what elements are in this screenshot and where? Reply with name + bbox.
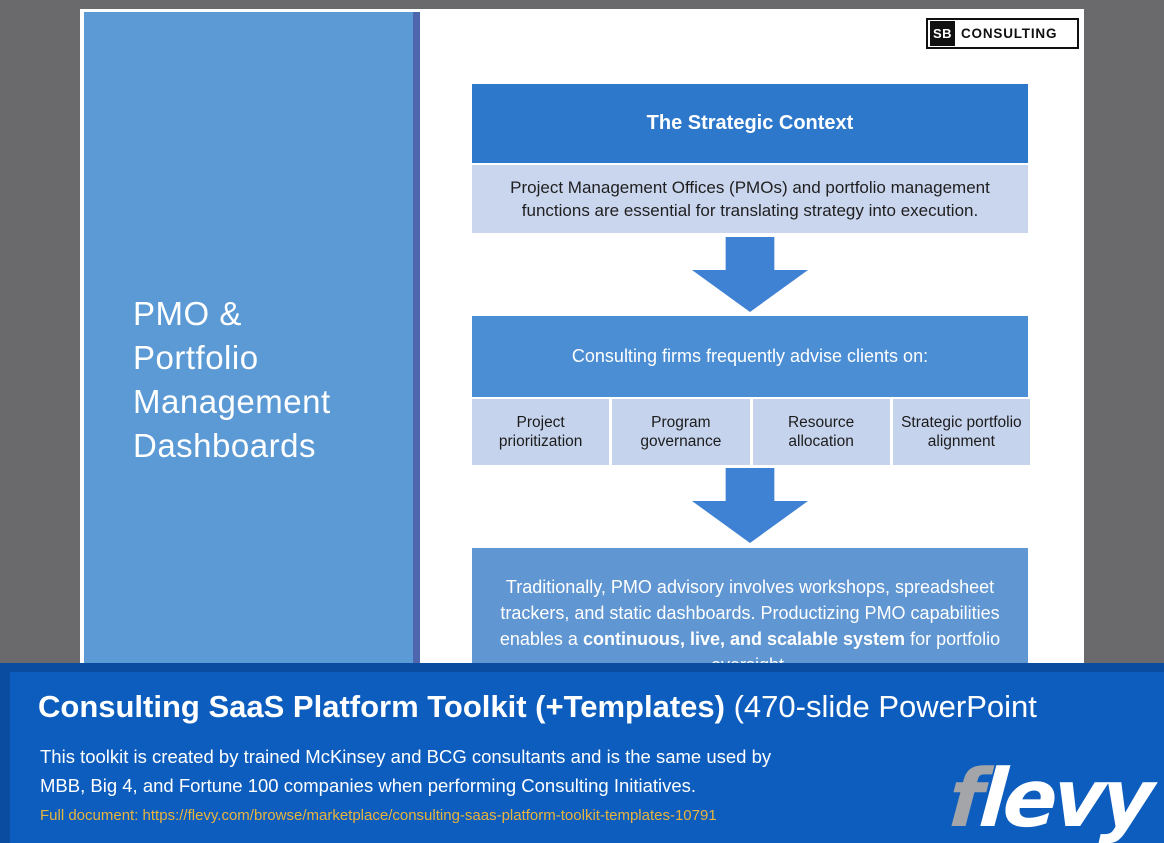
flevy-logo: flevy [946,752,1153,843]
advise-item: Project prioritization [472,399,610,465]
traditional-text-prefix: Traditionally, PMO advisory involves wor… [499,577,1000,649]
advise-items-row: Project prioritization Program governanc… [472,399,1030,465]
down-arrow-icon [692,237,808,312]
slide-title-line: Management [133,383,331,420]
traditional-text-bold: continuous, live, and scalable system [582,629,906,649]
advise-item: Strategic portfolio alignment [892,399,1030,465]
full-document-link-row: Full document: https://flevy.com/browse/… [40,807,717,824]
advise-item: Program governance [612,399,750,465]
slide-title-line: PMO & [133,295,242,332]
slide-title-line: Portfolio [133,339,259,376]
down-arrow-icon [692,468,808,543]
slide-title-line: Dashboards [133,427,316,464]
slide-title-panel: PMO & Portfolio Management Dashboards [84,12,413,709]
promo-description-line: This toolkit is created by trained McKin… [40,746,772,767]
promo-title-bold: Consulting SaaS Platform Toolkit (+Templ… [38,689,725,724]
full-document-url-link[interactable]: https://flevy.com/browse/marketplace/con… [142,807,717,824]
promo-description: This toolkit is created by trained McKin… [40,742,771,800]
promo-title-subtitle: (470-slide PowerPoint [724,689,1037,724]
slide-preview: PMO & Portfolio Management Dashboards SB… [80,9,1084,709]
sb-logo-mark: SB [930,21,955,46]
strategic-context-header: The Strategic Context [472,84,1028,163]
flevy-promo-banner: Consulting SaaS Platform Toolkit (+Templ… [0,663,1164,843]
strategic-context-intro: Project Management Offices (PMOs) and po… [472,165,1028,233]
full-document-label: Full document: [40,807,143,824]
promo-title: Consulting SaaS Platform Toolkit (+Templ… [38,689,1158,725]
advise-item: Resource allocation [752,399,890,465]
slide-title: PMO & Portfolio Management Dashboards [133,292,331,468]
sb-consulting-logo: SB CONSULTING [926,18,1079,49]
flevy-logo-levy: levy [976,752,1154,843]
flevy-promo-banner-inner: Consulting SaaS Platform Toolkit (+Templ… [10,672,1164,843]
promo-description-line: MBB, Big 4, and Fortune 100 companies wh… [40,775,697,796]
advise-header: Consulting firms frequently advise clien… [472,316,1028,397]
title-panel-accent-stripe [413,12,420,709]
sb-logo-name: CONSULTING [961,26,1058,41]
